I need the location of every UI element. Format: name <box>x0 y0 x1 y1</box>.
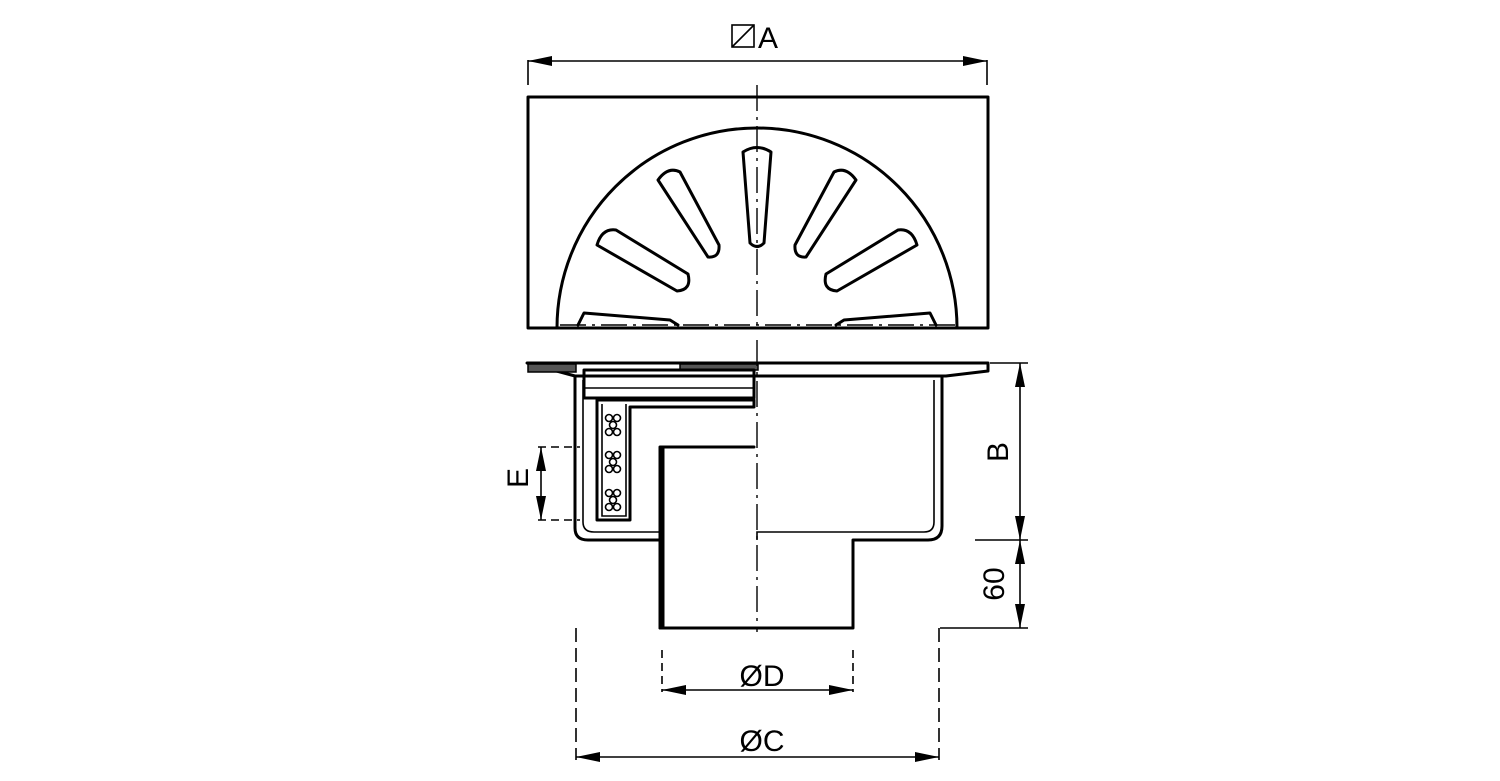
trap-top-plate <box>582 368 756 400</box>
dimension-c: ØC <box>575 628 940 762</box>
grating-slot <box>823 228 919 293</box>
grating-slot <box>834 311 938 327</box>
drain-body-inner <box>582 380 935 540</box>
dimension-b: B <box>982 362 1028 540</box>
label-a: A <box>758 22 778 55</box>
trap-insert-inner <box>601 404 627 517</box>
grating-frame <box>526 95 990 330</box>
top-view-grating <box>526 85 990 330</box>
dimension-d: ØD <box>661 650 854 695</box>
dimension-e: E <box>502 446 580 521</box>
flange-hatch-left <box>527 363 577 373</box>
grating-slot <box>656 168 721 259</box>
trap-insert <box>595 398 756 522</box>
label-e: E <box>502 468 535 488</box>
side-view-section <box>525 340 990 632</box>
grating-slot <box>741 146 773 248</box>
grating-slot <box>595 228 691 293</box>
flange <box>525 361 990 378</box>
label-b: B <box>982 442 1015 462</box>
dimension-a: A <box>527 22 988 85</box>
filter-media <box>604 413 622 512</box>
label-60: 60 <box>978 567 1011 600</box>
label-d: ØD <box>740 660 785 693</box>
outlet-pipe <box>658 445 756 630</box>
dimension-60: 60 <box>940 539 1028 629</box>
label-c: ØC <box>740 725 785 758</box>
square-symbol-icon <box>731 24 755 48</box>
grating-slot <box>793 168 858 259</box>
grating-slot <box>576 311 680 327</box>
grating-slots <box>576 146 938 327</box>
